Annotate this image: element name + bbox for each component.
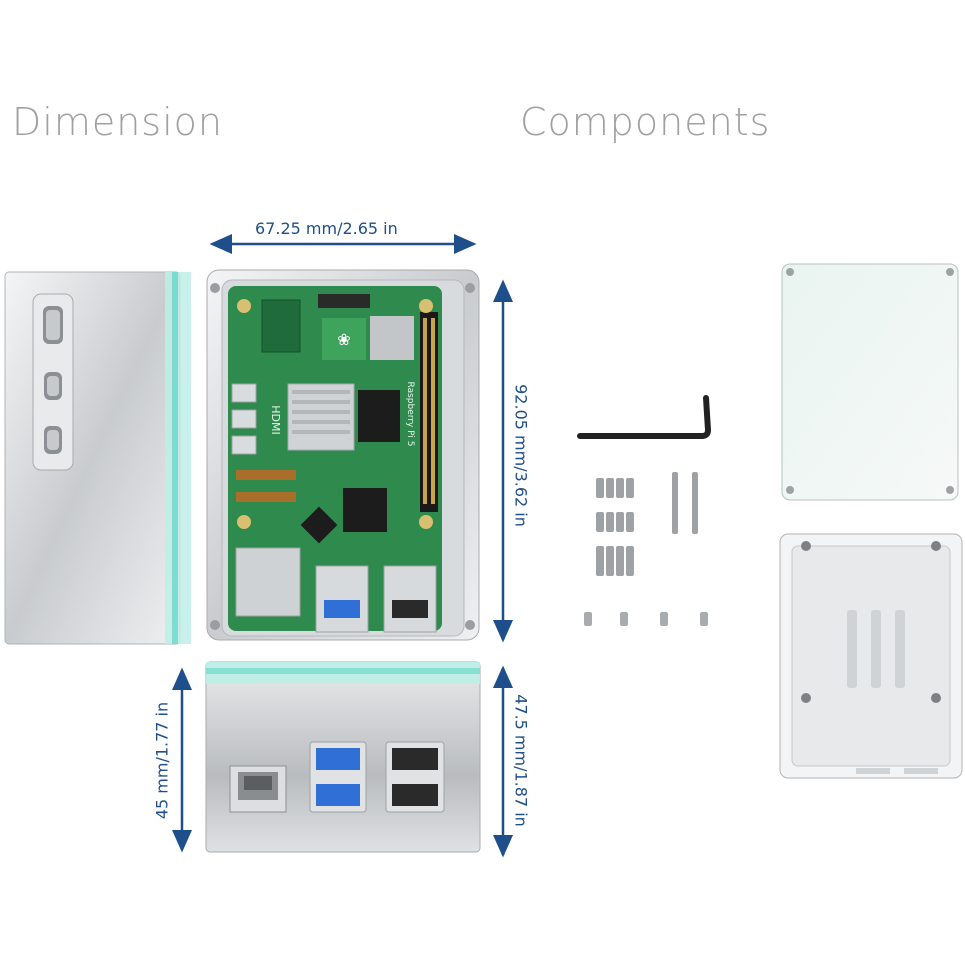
width-dimension-label: 67.25 mm/2.65 in (255, 219, 398, 238)
svg-text:❀: ❀ (337, 330, 350, 349)
case-base (779, 533, 963, 779)
case-front-view (205, 661, 481, 853)
board-hdmi-print: HDMI (269, 405, 282, 434)
screws-long (672, 472, 698, 534)
hex-key (577, 395, 712, 439)
standoffs (584, 612, 708, 626)
dimension-lines (172, 234, 513, 858)
length-dimension-label: 92.05 mm/3.62 in (511, 384, 531, 527)
dimension-heading: Dimension (12, 100, 223, 144)
components-heading: Components (520, 100, 771, 144)
case-lid (781, 263, 959, 501)
case-side-view (4, 271, 191, 645)
screws-short (596, 478, 634, 576)
height-right-dimension-label: 47.5 mm/1.87 in (511, 694, 531, 827)
height-left-dimension-label: 45 mm/1.77 in (152, 701, 172, 820)
raspberry-pi-board: ❀ HDMI Raspberry Pi 5 (228, 286, 442, 633)
board-model-print: Raspberry Pi 5 (405, 382, 415, 447)
